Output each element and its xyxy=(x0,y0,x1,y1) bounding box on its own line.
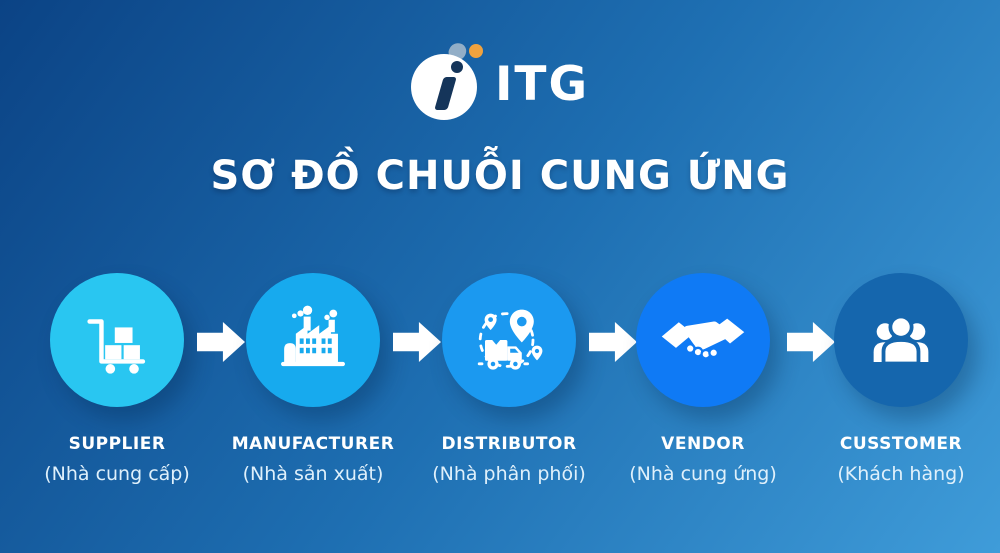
stage-subtitle: (Nhà cung ứng) xyxy=(629,463,777,485)
logo-letter-i-dot-icon xyxy=(450,61,463,73)
stage-customer: CUSSTOMER (Khách hàng) xyxy=(806,273,996,485)
stage-subtitle: (Nhà sản xuất) xyxy=(242,463,384,485)
factory-icon xyxy=(281,305,345,367)
stage-name: MANUFACTURER xyxy=(231,434,395,454)
handshake-icon xyxy=(661,318,745,360)
stage-supplier: SUPPLIER (Nhà cung cấp) xyxy=(22,273,212,485)
supplier-bubble xyxy=(50,273,184,407)
logo-text: ITG xyxy=(494,56,590,112)
delivery-route-icon xyxy=(477,309,543,370)
vendor-bubble xyxy=(636,273,770,407)
stage-vendor: VENDOR (Nhà cung ứng) xyxy=(608,273,798,485)
stage-manufacturer: MANUFACTURER (Nhà sản xuất) xyxy=(218,273,408,485)
stage-name: SUPPLIER xyxy=(68,434,166,454)
stage-name: CUSSTOMER xyxy=(839,434,963,454)
hand-truck-icon xyxy=(87,319,146,374)
page-title: SƠ ĐỒ CHUỖI CUNG ỨNG xyxy=(210,153,790,199)
stage-subtitle: (Khách hàng) xyxy=(837,463,965,485)
stage-subtitle: (Nhà phân phối) xyxy=(432,463,586,485)
stage-name: DISTRIBUTOR xyxy=(441,434,577,454)
itg-logo-icon xyxy=(410,40,483,120)
stage-name: VENDOR xyxy=(661,434,745,454)
manufacturer-bubble xyxy=(246,273,380,407)
stage-subtitle: (Nhà cung cấp) xyxy=(44,463,190,485)
distributor-bubble xyxy=(442,273,576,407)
customer-bubble xyxy=(834,273,968,407)
stage-distributor: DISTRIBUTOR (Nhà phân phối) xyxy=(414,273,604,485)
customers-icon xyxy=(873,314,929,366)
logo-orange-dot-icon xyxy=(468,44,483,58)
itg-logo: ITG xyxy=(0,40,1000,120)
